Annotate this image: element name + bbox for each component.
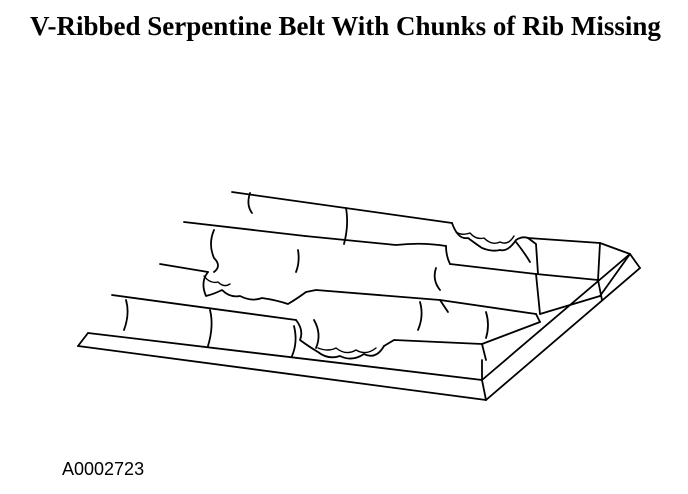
belt-backing — [77, 253, 641, 401]
rib-two — [183, 221, 603, 315]
rib-back — [231, 191, 631, 281]
belt-end — [539, 253, 631, 315]
rib-three — [159, 263, 541, 339]
figure-id: A0002723 — [62, 459, 145, 479]
rib-front — [111, 294, 541, 381]
page-title: V-Ribbed Serpentine Belt With Chunks of … — [30, 11, 661, 41]
missing-rib-chunk-edges — [203, 231, 515, 354]
